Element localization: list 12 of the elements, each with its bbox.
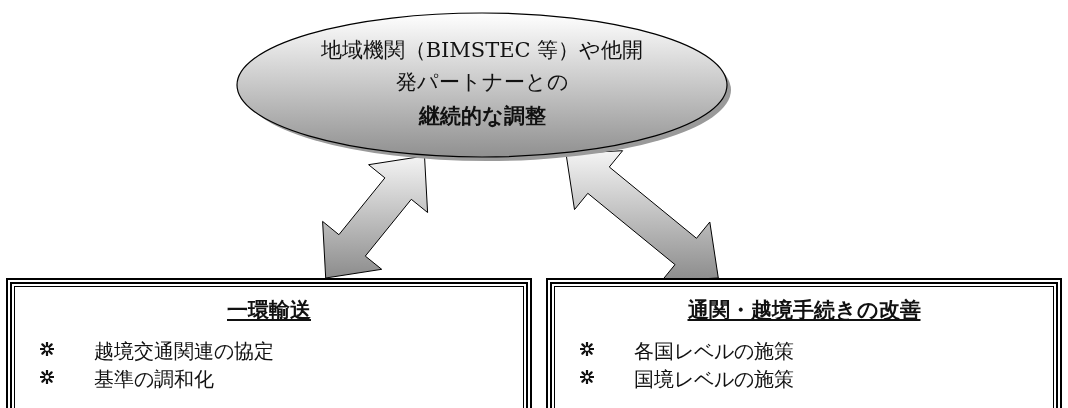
framed-box [546,278,1062,408]
bullet-text: 各国レベルの施策 [634,338,794,365]
ellipse-text: 地域機関（BIMSTEC 等）や他開発パートナーとの [319,37,645,96]
framed-box [6,278,532,408]
bullet-text: 国境レベルの施策 [634,366,794,393]
bullet-text: 越境交通関連の協定 [94,338,274,365]
box-heading: 通関・越境手続きの改善 [687,297,921,322]
bullet-text: 基準の調和化 [94,366,214,393]
box-heading: 一環輸送 [227,297,311,322]
ellipse-node [236,12,728,158]
double-arrow [322,155,429,279]
ellipse-heading: 継続的な調整 [417,102,547,130]
